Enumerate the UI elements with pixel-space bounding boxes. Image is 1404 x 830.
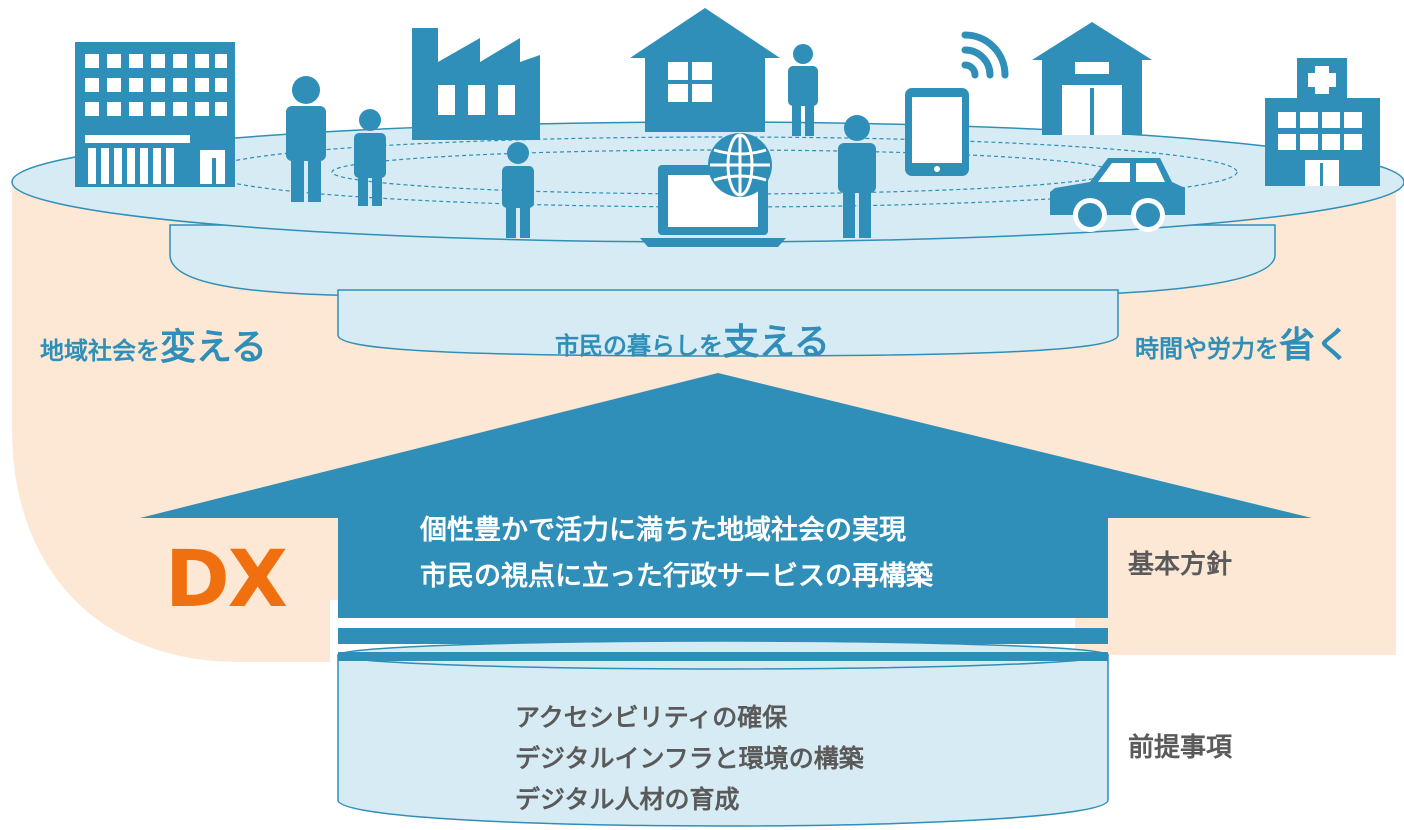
outcome-label-left: 地域社会を変える [40,318,267,370]
factory-icon [412,28,540,140]
policy-arrow [140,373,1312,618]
dx-label: DX [165,535,288,625]
outcome-center-emphasis: 支える [723,322,830,363]
outcome-label-center: 市民の暮らしを支える [555,313,830,365]
prerequisites-list: アクセシビリティの確保 デジタルインフラと環境の構築 デジタル人材の育成 [515,697,1035,820]
arrow-stripe [338,652,1108,661]
wifi-icon [961,31,1009,79]
shop-icon [1032,22,1152,135]
basic-policy-item: 市民の視点に立った行政サービスの再構築 [420,561,933,592]
prerequisite-item: デジタルインフラと環境の構築 [515,744,864,773]
person-icon [502,142,534,238]
outcome-label-right: 時間や労力を省く [1135,316,1351,368]
arrow-stripe [338,628,1108,644]
hospital-icon [1265,58,1380,186]
platform-stem [337,289,1119,357]
globe-icon [708,133,772,197]
prerequisite-item: デジタル人材の育成 [515,785,740,814]
basic-policy-list: 個性豊かで活力に満ちた地域社会の実現 市民の視点に立った行政サービスの再構築 [420,508,1080,600]
person-icon [838,115,876,238]
outcome-center-prefix: 市民の暮らしを [555,332,723,360]
prerequisite-item: アクセシビリティの確保 [515,703,788,732]
person-icon [788,44,818,136]
outcome-right-emphasis: 省く [1279,325,1352,366]
prerequisites-label: 前提事項 [1128,733,1233,763]
person-icon [286,76,326,202]
tablet-icon [905,88,969,176]
basic-policy-item: 個性豊かで活力に満ちた地域社会の実現 [420,515,906,546]
person-icon [354,109,386,206]
foundation-cylinder [337,654,1109,827]
office-building-icon [75,42,235,187]
outcome-left-prefix: 地域社会を [40,337,160,365]
outcome-left-emphasis: 変える [160,327,267,368]
house-icon [630,8,780,132]
car-icon [1050,158,1185,232]
basic-policy-label: 基本方針 [1128,550,1233,580]
outcome-right-prefix: 時間や労力を [1135,335,1279,363]
